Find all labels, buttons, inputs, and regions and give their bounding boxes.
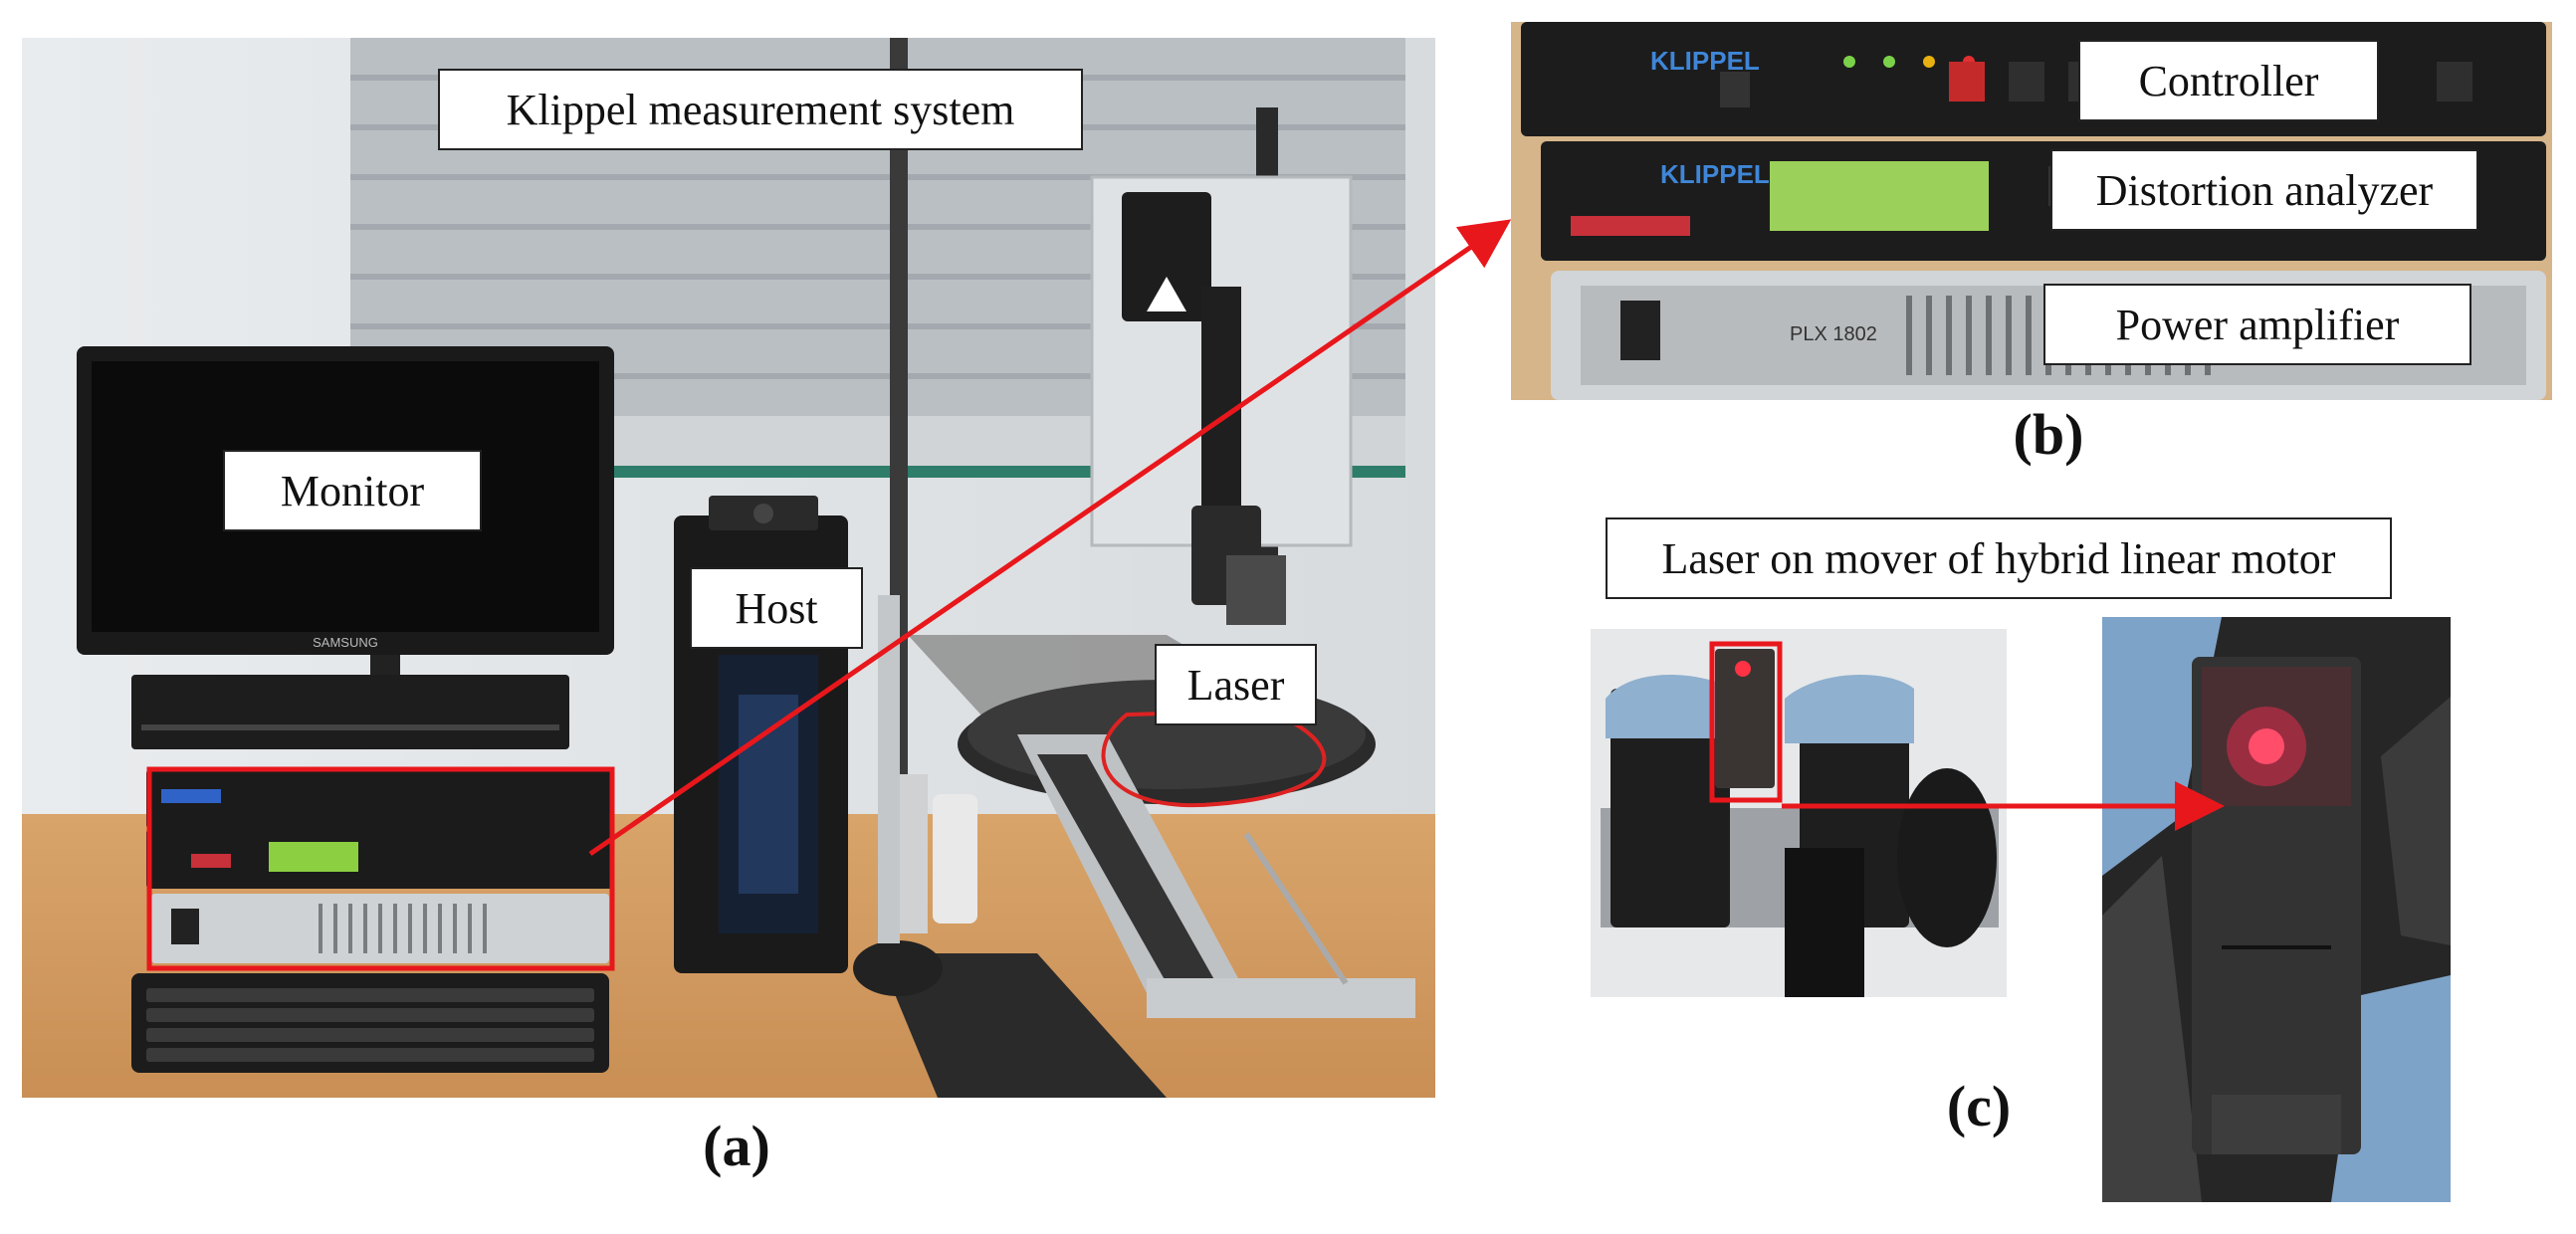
keyboard <box>131 973 609 1073</box>
analyzer-brand: KLIPPEL <box>1660 159 1770 189</box>
caption-a: (a) <box>703 1114 770 1178</box>
panel-c-photo-left <box>1591 629 2007 997</box>
rack-highlight-box <box>146 766 615 971</box>
panel-c-right-scene <box>2102 617 2451 1202</box>
label-monitor: Monitor <box>223 450 482 531</box>
controller-unit: KLIPPEL <box>1521 22 2546 136</box>
label-klippel-system: Klippel measurement system <box>438 69 1083 150</box>
caption-b: (b) <box>2013 402 2084 467</box>
controller-brand: KLIPPEL <box>1650 46 1760 76</box>
panel-c-left-scene <box>1591 629 2007 997</box>
monitor-brand-text: SAMSUNG <box>313 635 378 650</box>
label-panel-c-title: Laser on mover of hybrid linear motor <box>1606 517 2392 599</box>
analyzer-lcd <box>1770 161 1989 231</box>
spray-can <box>933 794 977 924</box>
caption-c: (c) <box>1946 1074 2012 1138</box>
mouse <box>853 940 943 996</box>
label-controller: Controller <box>2078 40 2379 121</box>
panel-c-photo-right <box>2102 617 2451 1202</box>
rack-stack <box>131 675 614 963</box>
label-host: Host <box>690 567 863 649</box>
label-power-amplifier: Power amplifier <box>2043 284 2471 365</box>
label-laser: Laser <box>1155 644 1317 725</box>
label-distortion-analyzer: Distortion analyzer <box>2050 149 2478 231</box>
amp-model-text: PLX 1802 <box>1790 323 1877 345</box>
